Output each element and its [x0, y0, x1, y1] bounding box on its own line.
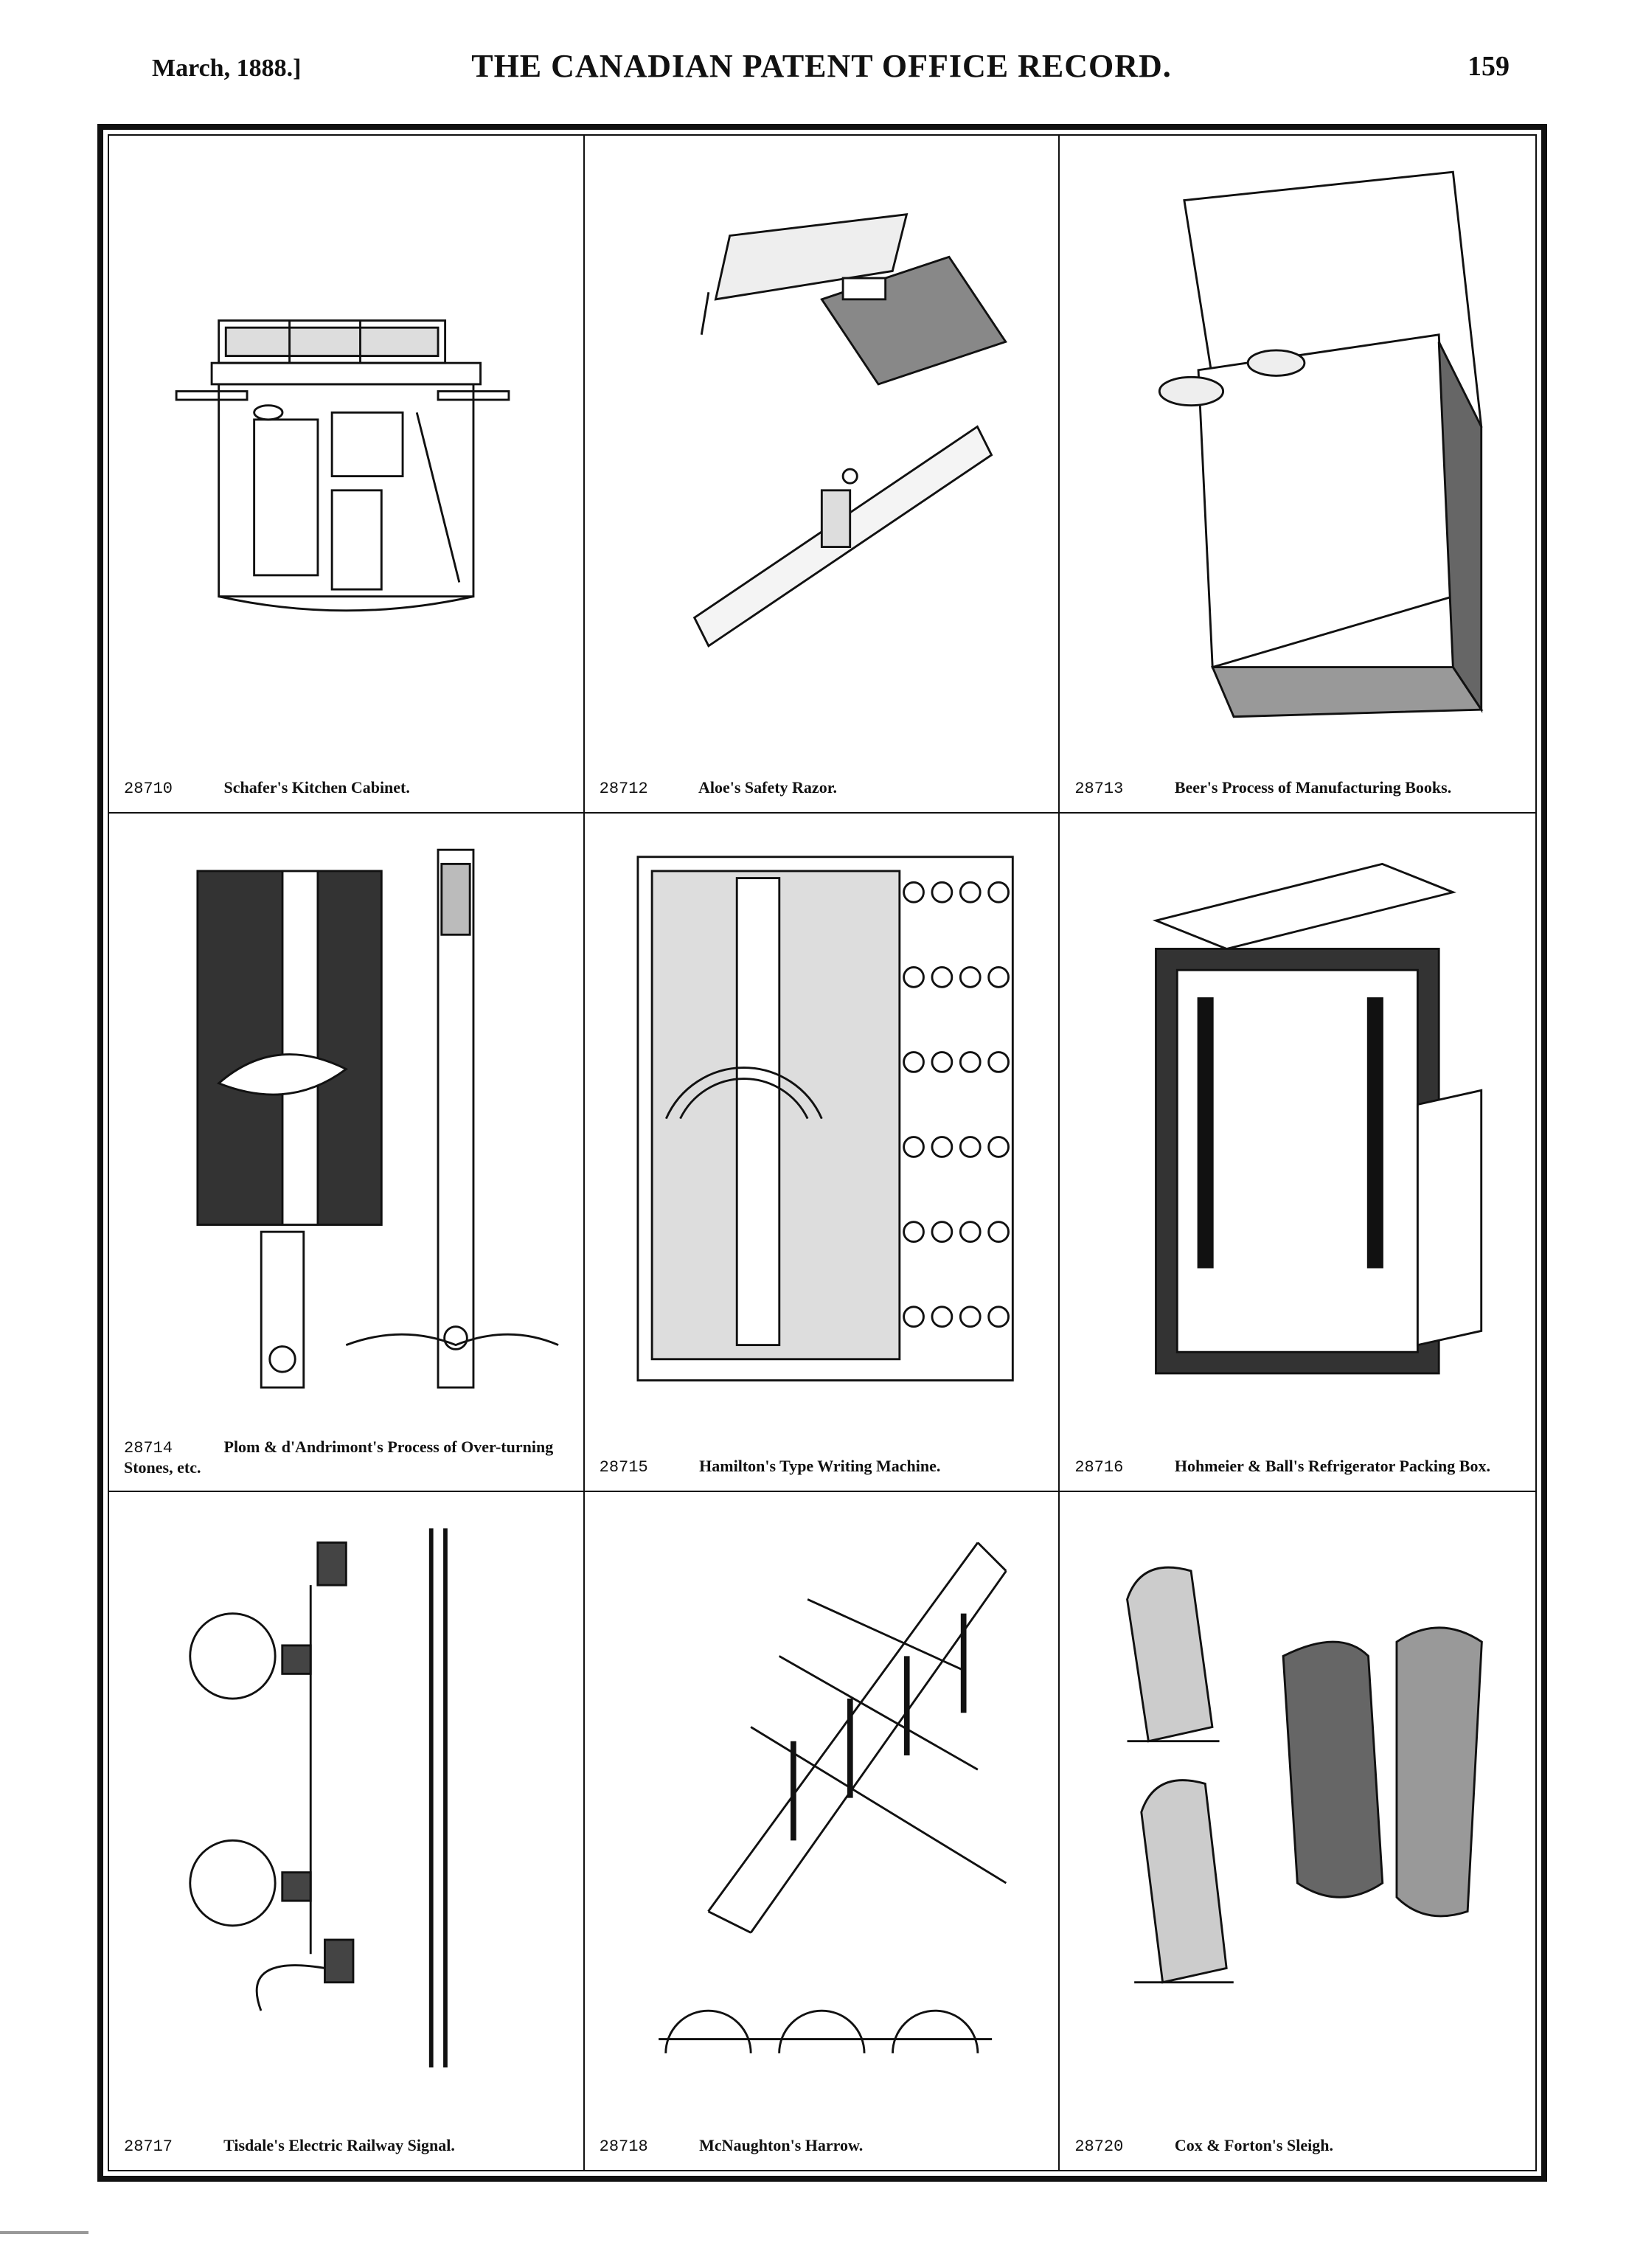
patent-caption: 28715 Hamilton's Type Writing Machine. [600, 1457, 1044, 1477]
patent-cell-28714: 28714 Plom & d'Andrimont's Process of Ov… [109, 814, 585, 1492]
patent-caption: 28720 Cox & Forton's Sleigh. [1074, 2136, 1521, 2157]
patent-cell-28715: 28715 Hamilton's Type Writing Machine. [584, 814, 1060, 1492]
patent-title: Hamilton's Type Writing Machine. [699, 1456, 941, 1475]
publication-title: THE CANADIAN PATENT OFFICE RECORD. [471, 48, 1172, 84]
patent-title: Plom & d'Andrimont's Process of Over-tur… [124, 1437, 554, 1477]
patent-title: Tisdale's Electric Railway Signal. [223, 2135, 455, 2154]
type-writing-machine-illustration [607, 836, 1037, 1401]
scan-edge-mark [0, 2231, 88, 2234]
patent-cell-28717: 28717 Tisdale's Electric Railway Signal. [109, 1491, 585, 2170]
patent-title: Beer's Process of Manufacturing Books. [1174, 778, 1452, 797]
patent-number: 28720 [1074, 2137, 1124, 2156]
kitchen-cabinet-illustration [131, 158, 561, 724]
patent-number: 28715 [599, 1457, 648, 1477]
patent-title: McNaughton's Harrow. [699, 2135, 864, 2154]
refrigerator-packing-box-illustration [1082, 836, 1513, 1401]
patent-caption: 28710 Schafer's Kitchen Cabinet. [124, 778, 569, 799]
harrow-illustration [607, 1514, 1037, 2081]
patent-title: Hohmeier & Ball's Refrigerator Packing B… [1174, 1456, 1490, 1475]
patent-number: 28712 [599, 780, 648, 799]
patent-title: Cox & Forton's Sleigh. [1174, 2135, 1333, 2154]
patent-cell-28720: 28720 Cox & Forton's Sleigh. [1060, 1492, 1535, 2170]
patent-caption: 28714 Plom & d'Andrimont's Process of Ov… [124, 1438, 569, 1477]
patent-cell-28713: 28713 Beer's Process of Manufacturing Bo… [1060, 136, 1535, 814]
patent-number: 28717 [124, 2137, 173, 2156]
illustration-frame: 28710 Schafer's Kitchen Cabinet. [97, 124, 1547, 2182]
patent-number: 28718 [599, 2137, 648, 2156]
sleigh-illustration [1082, 1514, 1513, 2081]
patent-caption: 28717 Tisdale's Electric Railway Signal. [124, 2136, 569, 2157]
page-header: March, 1888.] THE CANADIAN PATENT OFFICE… [0, 47, 1643, 99]
page-number: 159 [1467, 51, 1510, 82]
issue-date: March, 1888.] [152, 55, 302, 82]
patent-title: Schafer's Kitchen Cabinet. [223, 778, 410, 797]
patent-title: Aloe's Safety Razor. [698, 778, 837, 797]
safety-razor-illustration [607, 158, 1037, 724]
patent-caption: 28713 Beer's Process of Manufacturing Bo… [1074, 778, 1521, 799]
patent-caption: 28716 Hohmeier & Ball's Refrigerator Pac… [1074, 1457, 1521, 1477]
overturning-stones-illustration [131, 836, 561, 1401]
patent-number: 28716 [1074, 1457, 1124, 1477]
book-manufacture-illustration [1082, 158, 1513, 724]
patent-cell-28716: 28716 Hohmeier & Ball's Refrigerator Pac… [1060, 814, 1535, 1492]
electric-railway-signal-illustration [131, 1514, 561, 2081]
patent-caption: 28718 McNaughton's Harrow. [600, 2136, 1044, 2157]
patent-cell-28712: 28712 Aloe's Safety Razor. [584, 136, 1060, 814]
patent-cell-28710: 28710 Schafer's Kitchen Cabinet. [109, 136, 585, 814]
patent-number: 28713 [1074, 780, 1124, 799]
patent-caption: 28712 Aloe's Safety Razor. [600, 778, 1044, 799]
patent-number: 28710 [124, 780, 173, 799]
patent-grid: 28710 Schafer's Kitchen Cabinet. [109, 136, 1535, 2170]
patent-cell-28718: 28718 McNaughton's Harrow. [585, 1491, 1060, 2170]
patent-number: 28714 [124, 1438, 173, 1457]
